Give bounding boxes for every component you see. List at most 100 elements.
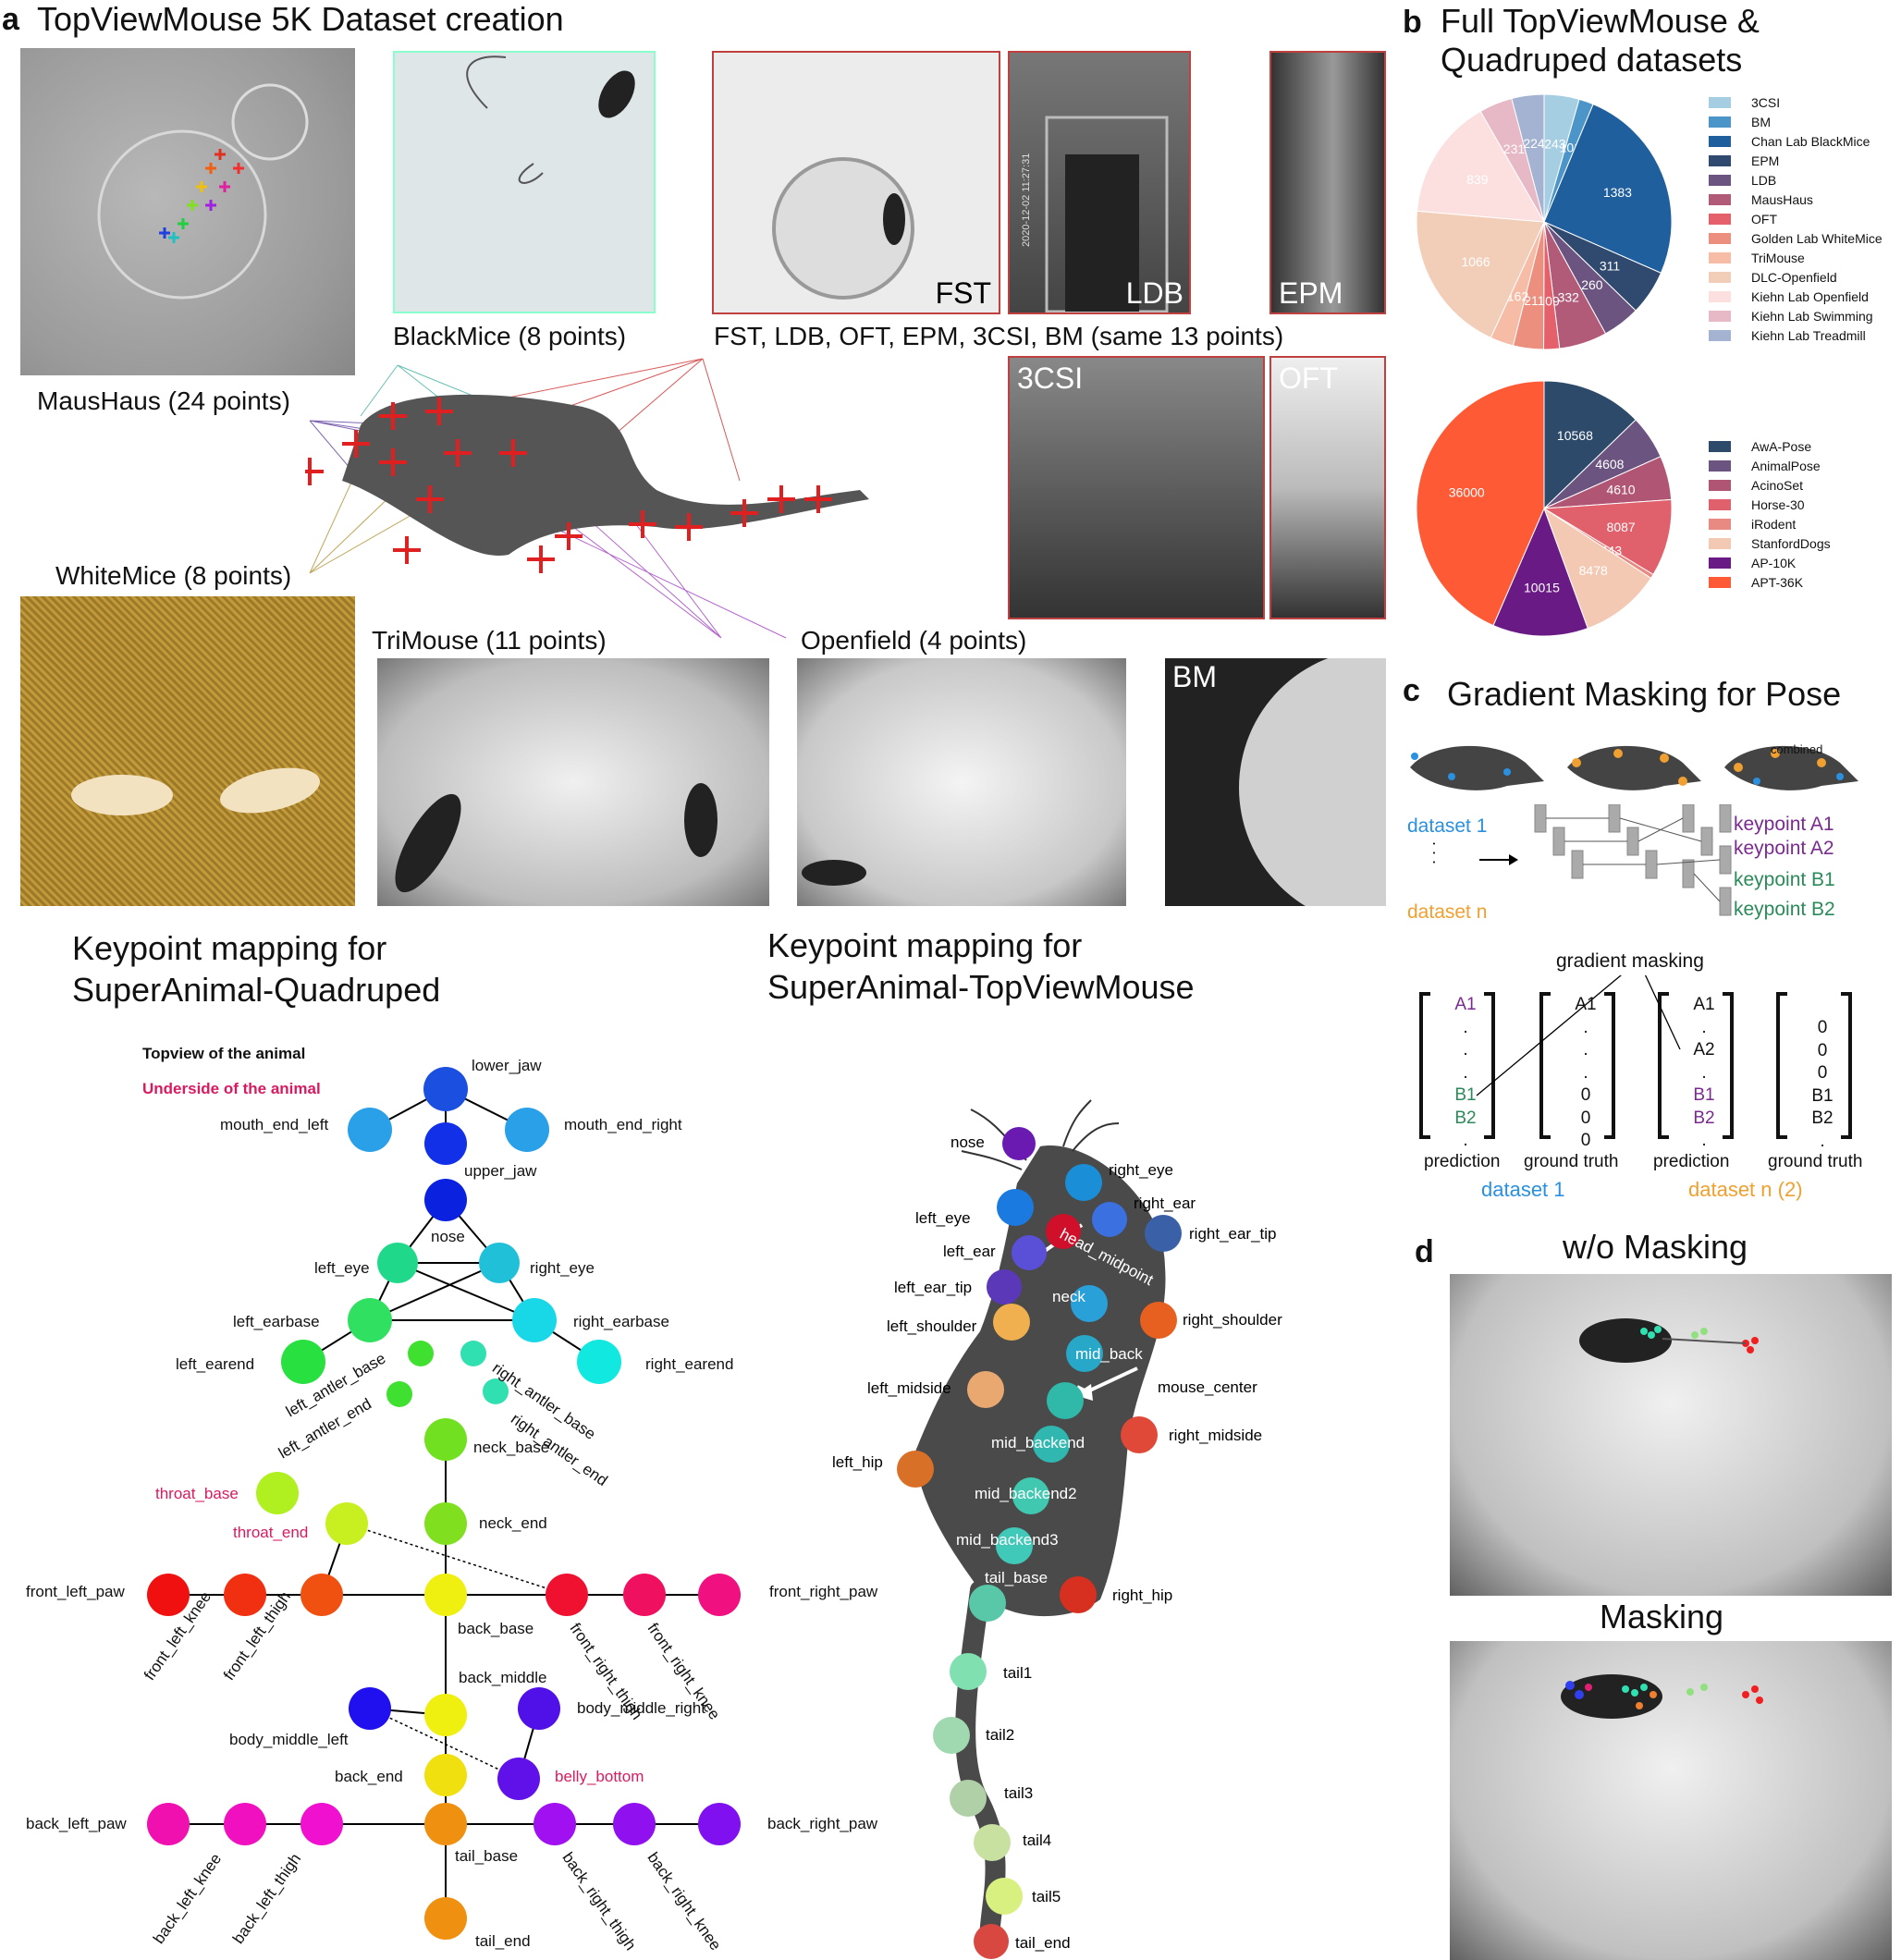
keypoint-left-earbase [348,1298,392,1342]
topview-keypoint-label: left_midside [867,1379,951,1397]
topview-keypoint-label: mid_backend2 [975,1485,1077,1502]
quadruped-slice-value-0: 10568 [1557,428,1593,443]
quadruped-slice-0 [1543,380,1637,510]
topview-keypoint-mid-backend [1033,1426,1070,1463]
panel-c-label: c [1403,673,1420,708]
topview-keypoint-label: tail4 [1023,1831,1052,1849]
topview-keypoint-right-shoulder [1140,1302,1177,1339]
topview-keypoint-label: left_shoulder [887,1317,977,1335]
quadruped-slice-3 [1542,498,1673,576]
quadruped-legend-item: iRodent [1709,514,1831,533]
topview-keypoint-label: tail3 [1004,1784,1034,1802]
topviewmouse-slice-value-3: 311 [1600,259,1621,274]
vector-entry: . [1463,1040,1468,1060]
topviewmouse-legend-label: Kiehn Lab Swimming [1751,308,1873,324]
3csi-photo: 3CSI [1008,356,1265,619]
keypoint-label: back_end [335,1768,403,1785]
pie-chart-topviewmouse: 2431011383311260332109211162106683923122… [1416,93,1673,350]
quadruped-legend-swatch [1709,440,1731,452]
keypoint-tail-base [424,1803,467,1845]
topviewmouse-legend-label: Chan Lab BlackMice [1751,133,1870,149]
quadruped-legend-swatch [1709,459,1731,472]
keypoint-label: left_earbase [233,1313,320,1330]
topviewmouse-legend-swatch [1709,193,1731,205]
topview-keypoint-tail4 [974,1824,1011,1861]
quadruped-legend-label: Horse-30 [1751,496,1805,512]
vector-entry: B2 [1693,1108,1715,1128]
bm-label: BM [1172,660,1217,693]
masking-photo [1450,1641,1892,1960]
topview-keypoint-label: tail_end [1015,1934,1071,1952]
panel-a-label: a [2,2,19,37]
blackmice-caption: BlackMice (8 points) [393,322,627,350]
quadruped-legend-item: APT-36K [1709,572,1831,592]
topview-keypoint-left-ear [1012,1235,1047,1270]
topviewmouse-slice-value-10: 839 [1466,172,1489,187]
topview-keypoint-label: right_ear [1134,1194,1196,1212]
keypoint-tail-end [424,1897,467,1940]
keypoint-front-right-knee [623,1574,666,1616]
ground-truth-label-2: ground truth [1768,1152,1863,1171]
keypoint-label: neck_end [479,1514,547,1532]
topviewmouse-legend-item: Kiehn Lab Swimming [1709,306,1883,325]
topviewmouse-slice-value-7: 211 [1524,293,1545,308]
vector-entry: B1 [1811,1085,1834,1106]
keypoint-label: left_eye [314,1259,370,1277]
quadruped-legend-label: AwA-Pose [1751,438,1812,454]
vector-entry: . [1701,1017,1707,1037]
topview-keypoint-label: tail2 [986,1726,1015,1744]
quadruped-skeleton [147,1067,741,1940]
topview-keypoint-label: right_midside [1169,1427,1263,1444]
keypoint-label: front_left_paw [26,1583,125,1600]
quadruped-slice-value-1: 4608 [1595,457,1624,472]
keypoint-front-left-thigh [300,1574,343,1616]
keypoint-right-earend [577,1340,621,1384]
keypoint-right-antler-end [483,1378,509,1404]
panel-c-title: Gradient Masking for Pose [1447,675,1842,713]
dataset1-bottom: dataset 1 [1481,1178,1565,1201]
keypoint-body-middle-left [349,1687,391,1730]
keypoint-label: neck_base [473,1439,550,1456]
quadruped-legend-swatch [1709,576,1731,588]
vector-entry: . [1463,1017,1468,1037]
skeleton-edge [369,1262,500,1321]
keypoint-b1: keypoint B1 [1734,869,1835,890]
vector-entry: B1 [1693,1085,1715,1105]
topviewmouse-legend-swatch [1709,135,1731,147]
prediction-label-1: prediction [1424,1152,1501,1171]
topview-title-1: Keypoint mapping for [767,926,1083,964]
3csi-label: 3CSI [1017,361,1084,395]
topview-mouse-diagram [897,1099,1182,1959]
keypoint-label: right_eye [530,1259,595,1277]
keypoint-a2: keypoint A2 [1734,838,1834,859]
keypoint-label: right_earbase [573,1313,669,1330]
topview-keypoint-right-hip [1060,1576,1097,1613]
panel-d-title-2: Masking [1600,1598,1724,1635]
keypoint-label: back_right_paw [767,1815,878,1832]
topviewmouse-legend-label: Golden Lab WhiteMice [1751,230,1883,246]
topview-keypoint-left-midside [967,1371,1004,1408]
gradient-mice-illustration [1410,745,1858,790]
quadruped-legend-swatch [1709,518,1731,530]
topview-title-2: SuperAnimal-TopViewMouse [767,968,1195,1006]
ground-truth-label-1: ground truth [1524,1152,1619,1171]
topviewmouse-slice-value-5: 332 [1558,289,1580,304]
keypoint-label: body_middle_right [577,1699,705,1717]
topviewmouse-legend-swatch [1709,232,1731,244]
oft-photo: OFT [1269,356,1386,619]
maushaus-photo [20,48,355,375]
topview-keypoint-label: tail1 [1003,1664,1033,1682]
vector-entry: A1 [1454,995,1477,1014]
dataset1-label: dataset 1 [1407,815,1488,837]
keypoint-front-left-paw [147,1574,190,1616]
topview-keypoint-label: right_shoulder [1183,1311,1282,1329]
topviewmouse-legend-item: Chan Lab BlackMice [1709,131,1883,151]
topview-keypoint-label: left_ear_tip [894,1279,973,1296]
topviewmouse-slice-value-2: 1383 [1603,185,1632,200]
keypoint-left-antler-end [386,1381,412,1407]
topview-keypoint-left-hip [897,1451,934,1488]
topview-keypoint-right-eye [1065,1164,1102,1201]
topview-keypoint-label: tail5 [1032,1888,1061,1905]
topviewmouse-legend-label: TriMouse [1751,250,1805,265]
